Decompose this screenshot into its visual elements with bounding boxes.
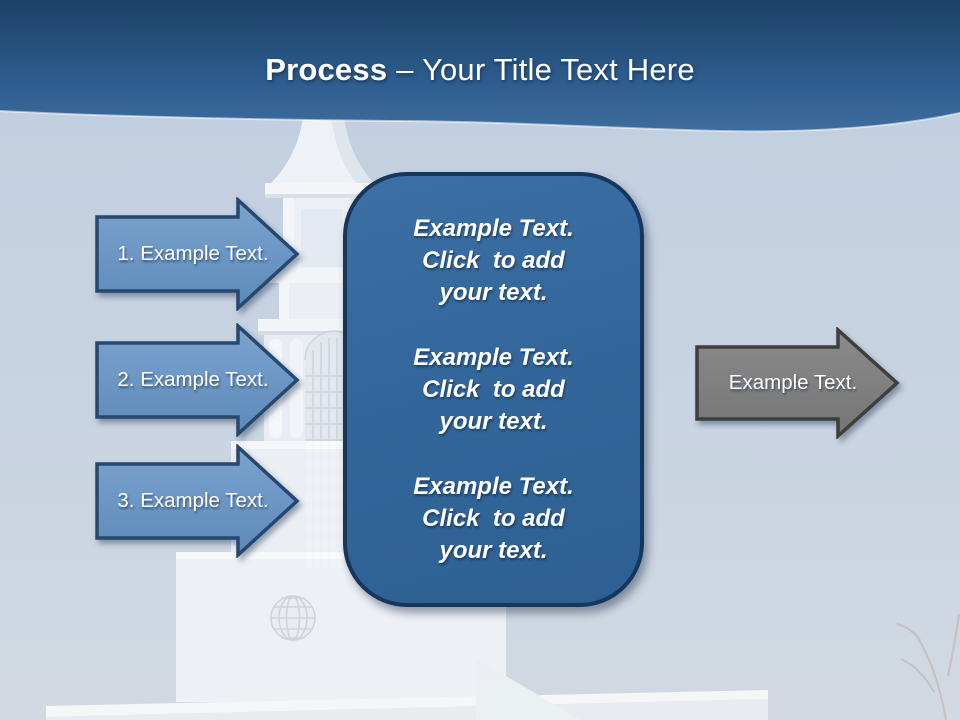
slide-title[interactable]: Process– Your Title Text Here [0,52,960,88]
step-arrow-shape [95,323,300,437]
text-line: Click to add [422,504,565,532]
text-line: Example Text. [413,343,574,371]
process-step-arrow-3[interactable]: 3. Example Text. [94,444,300,558]
step-arrow-shape [95,197,300,311]
text-line: Click to add [422,246,565,274]
process-step-arrow-2[interactable]: 2. Example Text. [94,323,300,437]
center-text-block-1: Example Text. Click to add your text. [347,213,640,309]
text-line: your text. [439,536,548,564]
step-1-label: 1. Example Text. [117,242,269,265]
result-arrow[interactable]: Example Text. [694,327,900,439]
step-3-label: 3. Example Text. [117,489,269,512]
center-text-block-2: Example Text. Click to add your text. [347,342,640,438]
slide-title-keyword: Process [265,52,388,87]
slide-title-rest: – Your Title Text Here [396,52,695,87]
center-text-block-3: Example Text. Click to add your text. [347,471,640,567]
process-step-arrow-1[interactable]: 1. Example Text. [94,197,300,311]
step-2-label: 2. Example Text. [117,368,269,391]
center-text-placeholder[interactable]: Example Text. Click to add your text. Ex… [343,172,644,607]
text-line: Example Text. [413,472,574,500]
result-arrow-label: Example Text. [728,371,858,394]
tree-branches [896,613,960,720]
step-arrow-shape [95,444,300,558]
text-line: your text. [439,278,548,306]
text-line: Example Text. [413,214,574,242]
header-wave-band [0,0,960,133]
result-arrow-shape [695,327,900,439]
text-line: Click to add [422,375,565,403]
text-line: your text. [439,407,548,435]
globe-ornament [270,595,316,641]
